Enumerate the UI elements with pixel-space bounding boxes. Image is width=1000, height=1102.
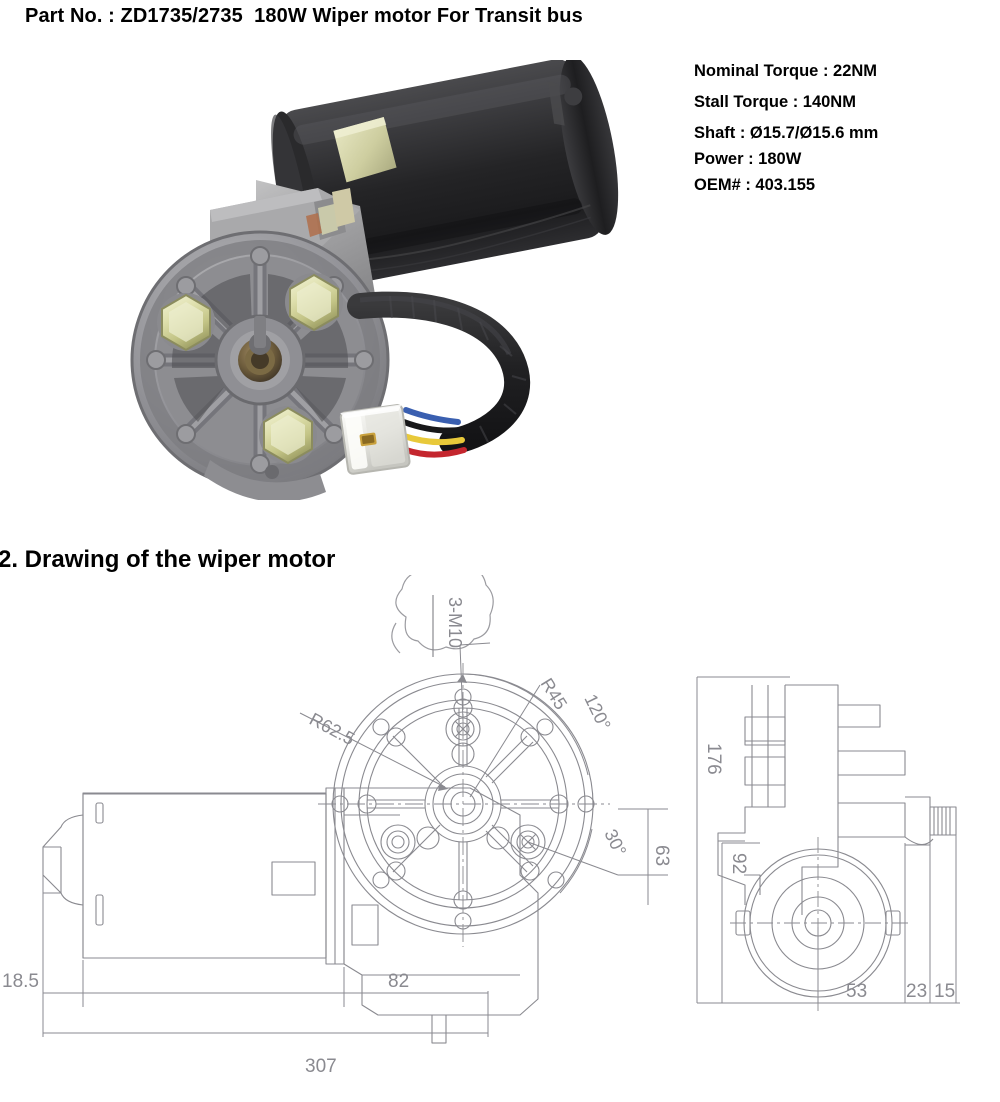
dim-label-r45: R45 bbox=[537, 675, 571, 714]
front-view-mounting-hole bbox=[380, 824, 416, 860]
angle-arc-30 bbox=[527, 828, 619, 894]
wire-harness bbox=[347, 291, 531, 455]
brush-terminal-bracket bbox=[306, 188, 355, 240]
dim-label-r62-5: R62.5 bbox=[306, 709, 358, 749]
specifications-list: Nominal Torque : 22NM Stall Torque : 140… bbox=[694, 62, 878, 202]
mounting-bolt bbox=[157, 293, 215, 352]
dim-label-3-m10: 3-M10 bbox=[445, 597, 465, 648]
technical-drawing: 3-M10 R62.5 R45 120° 30° bbox=[0, 575, 1000, 1102]
dim-label-53: 53 bbox=[846, 981, 867, 1002]
spec-power: Power : 180W bbox=[694, 150, 802, 168]
spec-stall-torque: Stall Torque : 140NM bbox=[694, 93, 856, 111]
dim-label-120: 120° bbox=[580, 691, 614, 733]
gearbox-housing bbox=[130, 180, 390, 500]
front-view-mounting-hole bbox=[510, 824, 546, 860]
dim-label-82: 82 bbox=[388, 971, 409, 992]
wire-blue bbox=[403, 407, 461, 425]
dim-label-18-5: 18.5 bbox=[2, 971, 39, 992]
dim-lines-53-23-15 bbox=[697, 811, 960, 1004]
page-title: Part No. : ZD1735/2735 180W Wiper motor … bbox=[25, 5, 583, 27]
dim-label-63: 63 bbox=[651, 845, 672, 866]
dim-line-92 bbox=[721, 842, 760, 1003]
dim-label-30: 30° bbox=[600, 826, 630, 859]
dim-lines-side-view bbox=[42, 875, 489, 1037]
spec-shaft: Shaft : Ø15.7/Ø15.6 mm bbox=[694, 124, 879, 142]
wire-red bbox=[403, 447, 467, 458]
side-view-motor-can bbox=[42, 787, 345, 965]
mounting-bolt bbox=[285, 273, 343, 332]
motor-label-plate bbox=[333, 117, 397, 183]
dim-label-307: 307 bbox=[305, 1056, 337, 1077]
drawing-side-view bbox=[82, 792, 327, 959]
angle-arc-120 bbox=[457, 673, 589, 776]
dim-label-92: 92 bbox=[728, 853, 749, 874]
dim-line-63 bbox=[618, 808, 668, 905]
callout-cloud-3-m10 bbox=[391, 575, 494, 722]
side-view-gearbox bbox=[343, 787, 539, 1044]
dim-label-15: 15 bbox=[934, 981, 955, 1002]
end-view bbox=[717, 684, 957, 998]
wire-bundle bbox=[401, 407, 467, 458]
output-shaft bbox=[238, 316, 282, 382]
wire-black bbox=[401, 419, 463, 434]
dim-label-23: 23 bbox=[906, 981, 927, 1002]
wire-connector bbox=[339, 404, 411, 475]
end-view-centerlines bbox=[730, 837, 908, 1011]
front-view-centerlines bbox=[318, 663, 610, 947]
section-heading-drawing: 2. Drawing of the wiper motor bbox=[0, 546, 336, 573]
leader-r45 bbox=[469, 684, 541, 798]
dim-label-176: 176 bbox=[703, 743, 724, 775]
wire-yellow bbox=[401, 433, 465, 446]
spec-oem: OEM# : 403.155 bbox=[694, 176, 816, 194]
spec-nominal-torque: Nominal Torque : 22NM bbox=[694, 62, 878, 80]
leader-r62-5 bbox=[299, 712, 448, 791]
product-photo bbox=[60, 60, 660, 500]
mounting-bolt bbox=[259, 406, 317, 465]
